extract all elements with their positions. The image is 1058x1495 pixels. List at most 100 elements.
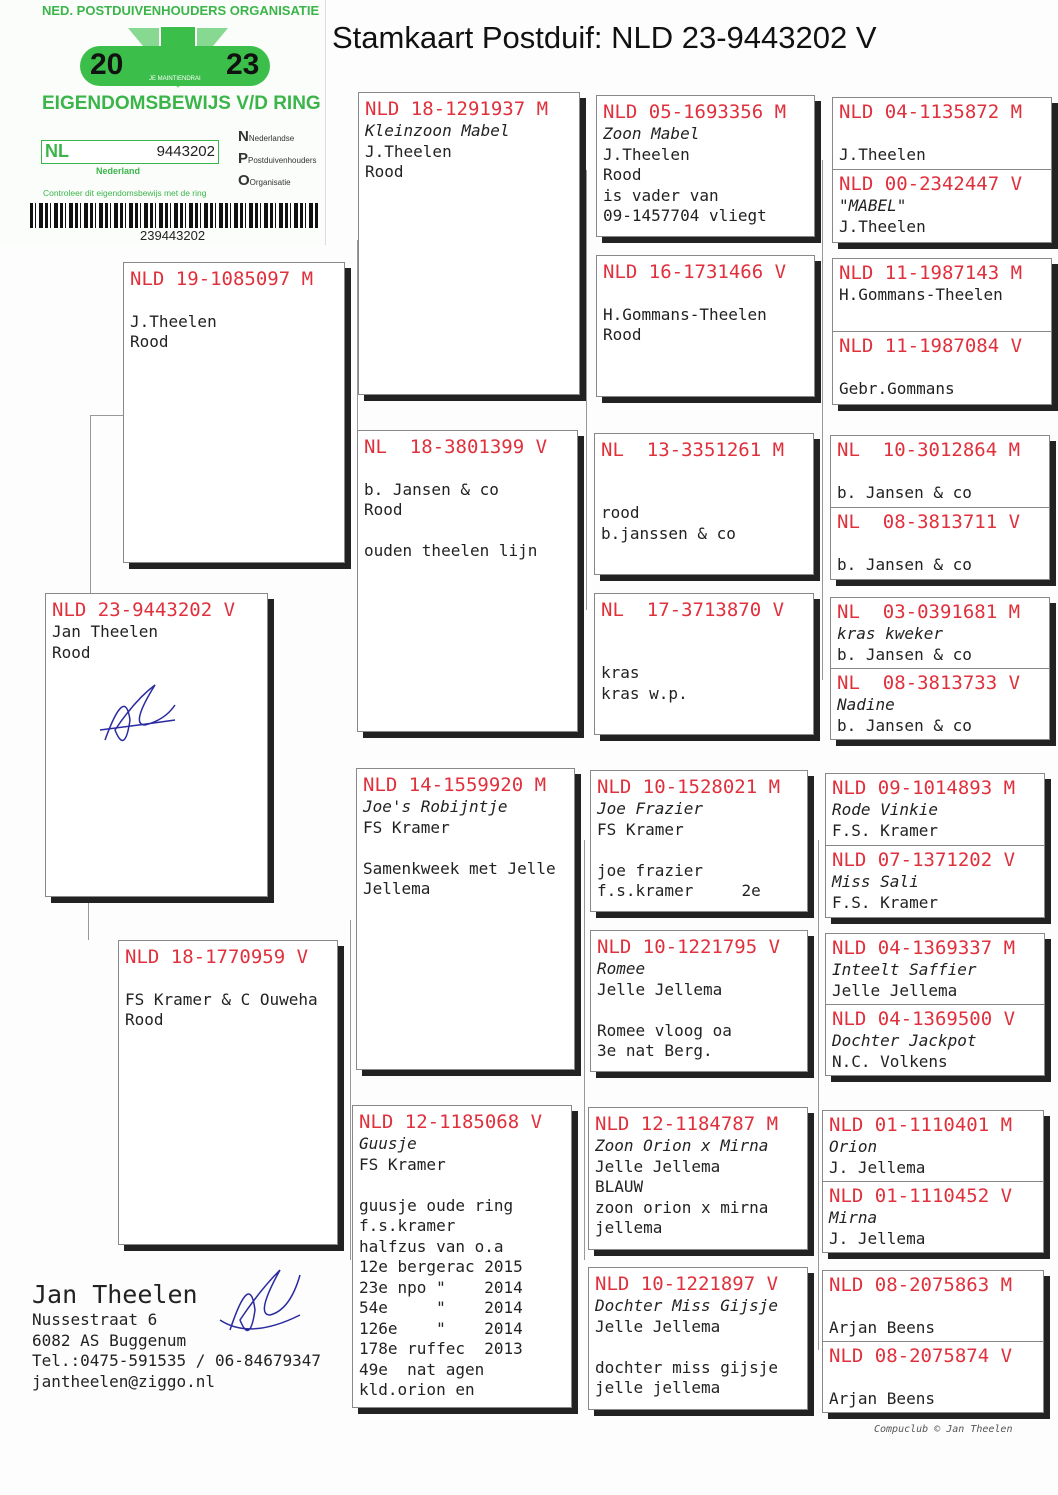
info-line: ouden theelen lijn <box>364 541 538 560</box>
info-line: F.S. Kramer <box>832 820 938 840</box>
ring-number: NLD 18-1291937 M <box>365 98 549 120</box>
pigeon-name: Rode Vinkie <box>832 800 938 819</box>
info-line <box>130 291 338 312</box>
npo-line: Organisatie <box>249 178 291 187</box>
info-line <box>837 462 1043 483</box>
owner-name: Jan Theelen <box>32 1280 198 1309</box>
connector-line <box>818 840 819 1350</box>
info-line: Jellema <box>363 879 431 898</box>
info-line: jellema <box>595 1218 663 1237</box>
connector-line <box>822 160 823 680</box>
pigeon-card-male[interactable]: NL 10-3012864 M b. Jansen & co <box>831 436 1049 509</box>
ring-number: NLD 08-2075863 M <box>829 1274 1013 1296</box>
info-line <box>839 124 1045 145</box>
ring-number: NLD 08-2075874 V <box>829 1345 1013 1367</box>
info-line: FS Kramer <box>359 1154 446 1174</box>
ring-number: NLD 18-1770959 V <box>125 946 309 968</box>
country-code: NL <box>45 141 69 161</box>
info-line <box>601 643 807 664</box>
info-line <box>364 521 571 542</box>
ring-field: NL 9443202 <box>41 140 219 164</box>
ring-number: NLD 01-1110452 V <box>829 1185 1013 1207</box>
info-line <box>359 1175 565 1196</box>
info-line: Jan Theelen <box>52 622 158 641</box>
info-line: F.S. Kramer <box>832 892 938 912</box>
npo-line: Nederlandse <box>248 134 295 143</box>
info-line: Rood <box>364 500 403 519</box>
pigeon-card-female[interactable]: NLD 00-2342447 V"MABEL"J.Theelen <box>833 169 1051 242</box>
info-line <box>597 1000 801 1021</box>
connector-line <box>90 415 123 416</box>
pigeon-card-male[interactable]: NLD 08-2075863 M Arjan Beens <box>823 1271 1043 1343</box>
info-line: N.C. Volkens <box>832 1051 948 1071</box>
info-line: zoon orion x mirna <box>595 1197 769 1217</box>
owner-city: 6082 AS Buggenum <box>32 1330 187 1350</box>
info-line: jelle jellema <box>595 1378 721 1397</box>
pigeon-name: Inteelt Saffier <box>832 960 977 979</box>
pigeon-name: Nadine <box>837 695 895 714</box>
signature-icon <box>99 684 176 742</box>
info-line <box>595 1337 801 1358</box>
info-line: b. Jansen & co <box>837 715 972 735</box>
pigeon-card-male[interactable]: NLD 04-1135872 M J.Theelen <box>833 98 1051 171</box>
info-line: 126e " 2014 <box>359 1318 523 1338</box>
info-line <box>829 1368 1037 1389</box>
info-line <box>363 838 568 859</box>
ring-number: NLD 11-1987084 V <box>839 335 1023 357</box>
sticker-org: NED. POSTDUIVENHOUDERS ORGANISATIE <box>42 3 320 18</box>
info-line: halfzus van o.a <box>359 1236 504 1256</box>
pigeon-card-female[interactable]: NLD 11-1987084 V Gebr.Gommans <box>833 331 1051 404</box>
pigeon-card-female[interactable]: NLD 08-2075874 V Arjan Beens <box>823 1341 1043 1412</box>
info-line: J.Theelen <box>839 216 926 236</box>
pigeon-card-female[interactable]: NL 08-3813711 V b. Jansen & co <box>831 507 1049 579</box>
info-line: rood <box>601 503 640 522</box>
ring-number: NLD 10-1221897 V <box>595 1273 779 1295</box>
pigeon-name: Guusje <box>359 1134 417 1153</box>
ring-number: NLD 11-1987143 M <box>839 262 1023 284</box>
ring-number: NLD 12-1185068 V <box>359 1111 543 1133</box>
info-line: joe frazier <box>597 860 703 880</box>
ring-number: NL 03-0391681 M <box>837 601 1021 623</box>
ring-number: NL 08-3813711 V <box>837 511 1021 533</box>
ring-number: NL 13-3351261 M <box>601 439 785 461</box>
npo-line: Postduivenhouders <box>248 156 317 165</box>
info-line: 178e ruffec 2013 <box>359 1339 523 1358</box>
pigeon-name: Joe Frazier <box>597 799 703 818</box>
pigeon-name: Mirna <box>829 1208 878 1227</box>
info-line: Samenkweek met Jelle <box>363 858 556 878</box>
ring-number: NLD 00-2342447 V <box>839 173 1023 195</box>
info-line: Rood <box>130 332 169 351</box>
info-line: Rood <box>125 1010 164 1029</box>
ring-number: NLD 04-1369500 V <box>832 1008 1016 1030</box>
